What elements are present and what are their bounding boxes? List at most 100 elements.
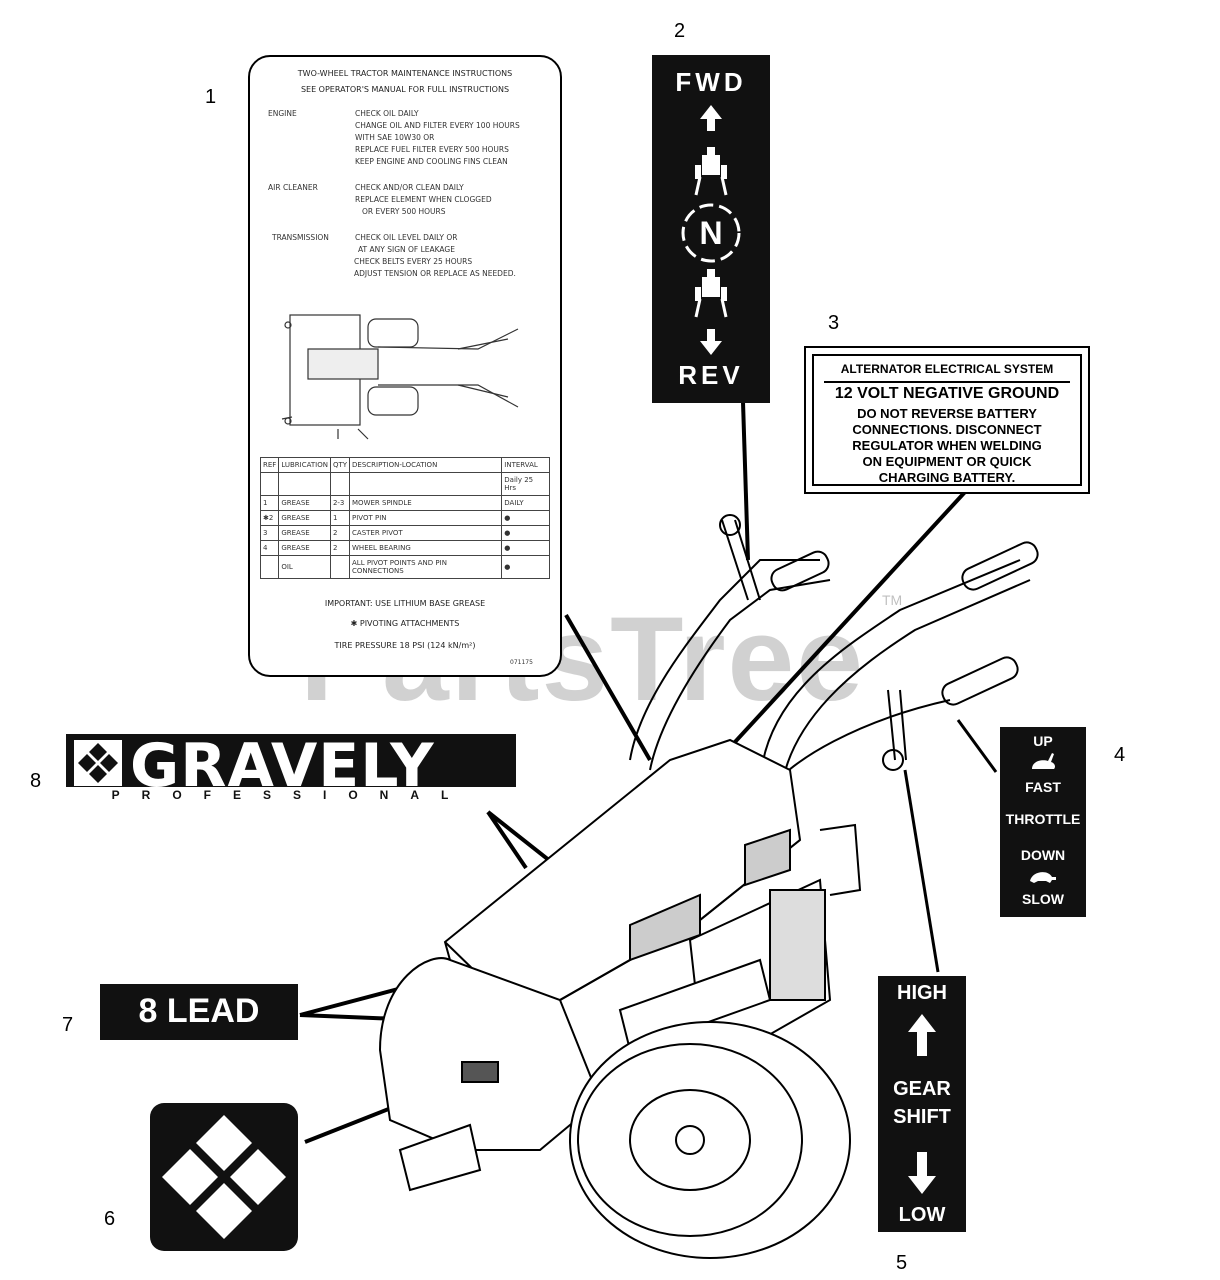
alternator-body: DO NOT REVERSE BATTERY CONNECTIONS. DISC… [818, 406, 1076, 486]
diamond-logo-decal [150, 1103, 298, 1251]
lub-cell: GREASE [278, 525, 331, 541]
maintenance-decal: TWO-WHEEL TRACTOR MAINTENANCE INSTRUCTIO… [248, 55, 562, 677]
table-row: 3 GREASE 2 CASTER PIVOT ● [259, 525, 550, 541]
callout-4: 4 [1114, 744, 1126, 766]
tractor-forward-icon [694, 147, 728, 196]
alternator-decal: ALTERNATOR ELECTRICAL SYSTEM 12 VOLT NEG… [804, 346, 1090, 494]
direction-lever [721, 519, 761, 601]
lub-col-ref: REF [259, 457, 280, 473]
lub-cell: ALL PIVOT POINTS AND PIN CONNECTIONS [349, 555, 503, 579]
tractor-reverse-icon [694, 269, 728, 318]
brand-decal: GRAVELY PROFESSIONAL [66, 734, 516, 802]
air-cleaner-label: AIR CLEANER [268, 183, 318, 192]
diamond-logo-icon [162, 1115, 286, 1239]
lub-cell: PIVOT PIN [349, 510, 503, 526]
neutral-ring-icon [681, 203, 741, 263]
right-grip [961, 541, 1039, 591]
lub-cell: ● [501, 525, 550, 541]
lub-cell: GREASE [278, 510, 331, 526]
air-line: CHECK AND/OR CLEAN DAILY [355, 183, 464, 192]
lub-cell: ● [501, 510, 550, 526]
watermark-tm: TM [882, 592, 903, 608]
lub-cell: WHEEL BEARING [349, 540, 503, 556]
callout-8: 8 [30, 770, 42, 792]
alternator-headline: 12 VOLT NEGATIVE GROUND [834, 385, 1060, 402]
lub-cell [329, 555, 351, 579]
throttle-grip [941, 656, 1019, 706]
maintenance-part-no: 071175 [510, 659, 533, 666]
lead-text: 8 LEAD [138, 992, 260, 1030]
transmission-label: TRANSMISSION [272, 233, 329, 242]
turtle-icon [1030, 872, 1056, 883]
callout-2: 2 [674, 20, 686, 42]
throttle-slow: SLOW [1022, 891, 1064, 907]
muffler [618, 958, 772, 1052]
lub-cell: GREASE [278, 495, 331, 511]
lub-interval-sub: Daily 25 Hrs [501, 472, 550, 496]
lub-cell: 2 [329, 525, 351, 541]
engine-line: WITH SAE 10W30 OR [355, 133, 435, 142]
lub-cell: GREASE [278, 540, 331, 556]
lub-cell: 2 [329, 540, 351, 556]
engine-fins [769, 889, 826, 1001]
callout-5: 5 [896, 1252, 908, 1274]
diamond-logo-icon [74, 740, 122, 786]
gear-label-2: SHIFT [893, 1106, 951, 1128]
alternator-line: DO NOT REVERSE BATTERY [857, 406, 1037, 421]
arrow-up-icon [700, 105, 722, 131]
air-line: OR EVERY 500 HOURS [362, 207, 446, 216]
alternator-title: ALTERNATOR ELECTRICAL SYSTEM [840, 362, 1054, 376]
direction-fwd: FWD [675, 67, 747, 97]
lub-cell: 3 [259, 525, 280, 541]
arrow-down-icon [700, 329, 722, 355]
leader-5 [903, 769, 940, 973]
lub-col-description: DESCRIPTION-LOCATION [349, 457, 503, 473]
trans-line: CHECK BELTS EVERY 25 HOURS [354, 257, 473, 266]
left-grip [770, 550, 830, 592]
table-row: 4 GREASE 2 WHEEL BEARING ● [259, 540, 550, 556]
throttle-down: DOWN [1020, 847, 1066, 863]
lub-cell: 2-3 [329, 495, 351, 511]
lub-cell: ✱2 [259, 510, 280, 526]
leader-2 [741, 401, 750, 561]
lead-decal: 8 LEAD [100, 984, 298, 1040]
throttle-fast: FAST [1025, 779, 1061, 795]
lub-col-qty: QTY [329, 457, 351, 473]
callout-7: 7 [62, 1014, 74, 1036]
maintenance-subtitle: SEE OPERATOR'S MANUAL FOR FULL INSTRUCTI… [300, 85, 510, 94]
callout-1: 1 [205, 86, 217, 108]
rabbit-icon [1032, 753, 1055, 769]
callout-6: 6 [104, 1208, 116, 1230]
alternator-line: CONNECTIONS. DISCONNECT [852, 422, 1042, 437]
trans-line: AT ANY SIGN OF LEAKAGE [358, 245, 455, 254]
engine-line: CHECK OIL DAILY [355, 109, 419, 118]
direction-rev: REV [678, 360, 744, 390]
maintenance-title: TWO-WHEEL TRACTOR MAINTENANCE INSTRUCTIO… [297, 69, 513, 78]
side-grille [744, 828, 791, 887]
table-row: OIL ALL PIVOT POINTS AND PIN CONNECTIONS… [259, 555, 550, 579]
alternator-line: ON EQUIPMENT OR QUICK [862, 454, 1032, 469]
maintenance-note-tire: TIRE PRESSURE 18 PSI (124 kN/m²) [334, 641, 476, 650]
pto-shaft [398, 1123, 482, 1192]
arrow-down-icon [908, 1152, 936, 1194]
lub-cell: MOWER SPINDLE [349, 495, 503, 511]
left-handlebar [629, 559, 820, 761]
lub-cell: 4 [259, 540, 280, 556]
lub-col-interval: INTERVAL [501, 457, 550, 473]
lub-cell: ● [501, 540, 550, 556]
gear-lever [887, 689, 907, 761]
trans-line: CHECK OIL LEVEL DAILY OR [355, 233, 458, 242]
trans-line: ADJUST TENSION OR REPLACE AS NEEDED. [354, 269, 516, 278]
leader-4 [956, 719, 998, 773]
wheel-rim [629, 1089, 751, 1191]
gear-shift-decal: HIGH GEAR SHIFT LOW [878, 976, 966, 1232]
engine-line: CHANGE OIL AND FILTER EVERY 100 HOURS [355, 121, 520, 130]
engine-line: KEEP ENGINE AND COOLING FINS CLEAN [355, 157, 508, 166]
wheel-tire-inner [577, 1043, 803, 1237]
lubrication-table: REF LUBRICATION QTY DESCRIPTION-LOCATION… [259, 457, 550, 579]
table-row: 1 GREASE 2-3 MOWER SPINDLE DAILY [259, 495, 550, 511]
engine-line: REPLACE FUEL FILTER EVERY 500 HOURS [355, 145, 509, 154]
bracket [819, 823, 862, 896]
arrow-up-icon [908, 1014, 936, 1056]
